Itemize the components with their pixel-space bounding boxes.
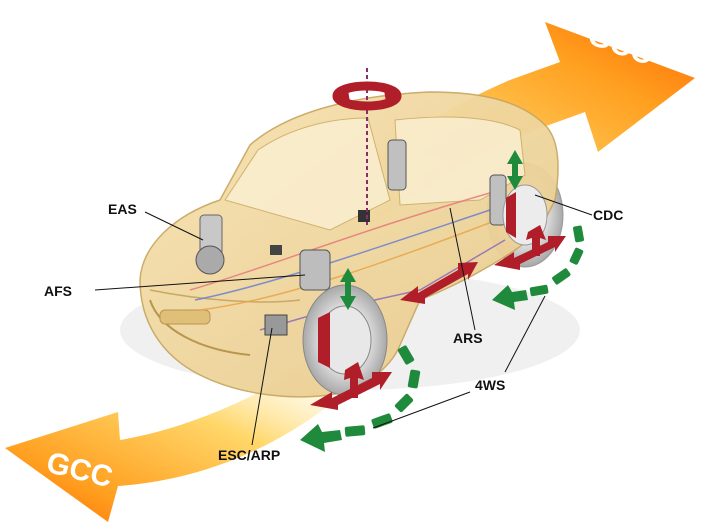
front-grille [160,310,210,324]
label-4ws: 4WS [475,377,505,393]
label-cdc: CDC [593,207,623,223]
label-esc-arp: ESC/ARP [218,447,280,463]
label-ars: ARS [453,330,483,346]
rear-brake-caliper [506,192,516,238]
label-afs: AFS [44,283,72,299]
front-brake-caliper [318,312,330,368]
label-eas: EAS [108,201,137,217]
